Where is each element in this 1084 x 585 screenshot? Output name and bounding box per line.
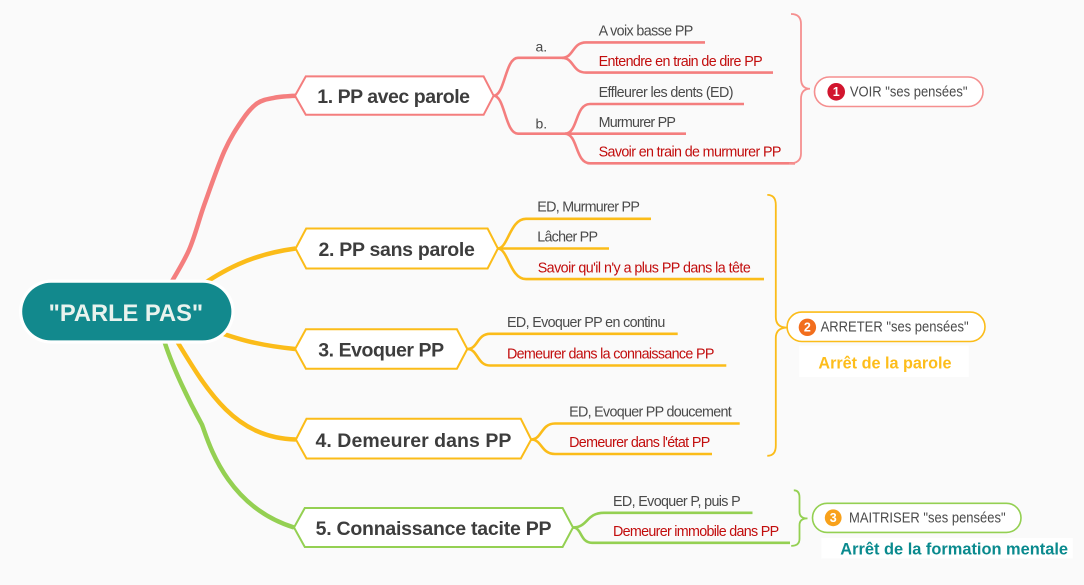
- svg-text:Arrêt de la formation mentale: Arrêt de la formation mentale: [840, 541, 1068, 559]
- svg-text:Entendre en train de dire PP: Entendre en train de dire PP: [599, 54, 763, 70]
- svg-text:"PARLE PAS": "PARLE PAS": [49, 300, 204, 327]
- svg-text:3: 3: [830, 511, 837, 525]
- svg-text:ED, Evoquer PP en continu: ED, Evoquer PP en continu: [507, 315, 665, 331]
- svg-text:Demeurer dans la connaissance: Demeurer dans la connaissance PP: [507, 347, 714, 363]
- svg-text:3. Evoquer PP: 3. Evoquer PP: [318, 339, 444, 361]
- svg-text:A voix basse PP: A voix basse PP: [599, 24, 694, 40]
- svg-text:Arrêt de la parole: Arrêt de la parole: [818, 355, 951, 373]
- svg-text:b.: b.: [536, 115, 548, 131]
- svg-text:MAITRISER "ses pensées": MAITRISER "ses pensées": [849, 511, 1006, 527]
- svg-text:5. Connaissance tacite PP: 5. Connaissance tacite PP: [316, 518, 552, 540]
- svg-text:a.: a.: [536, 39, 548, 55]
- svg-text:ARRETER "ses pensées": ARRETER "ses pensées": [821, 320, 969, 336]
- svg-text:ED, Evoquer PP doucement: ED, Evoquer PP doucement: [569, 405, 732, 421]
- svg-text:Lâcher PP: Lâcher PP: [537, 230, 598, 246]
- svg-text:ED, Evoquer P, puis P: ED, Evoquer P, puis P: [613, 494, 741, 510]
- svg-text:1. PP avec parole: 1. PP avec parole: [317, 86, 470, 108]
- svg-text:Savoir qu'il n'y a plus PP dan: Savoir qu'il n'y a plus PP dans la tête: [538, 260, 751, 276]
- svg-text:2. PP sans parole: 2. PP sans parole: [319, 239, 476, 261]
- svg-text:2: 2: [804, 321, 811, 335]
- svg-text:4. Demeurer dans PP: 4. Demeurer dans PP: [316, 430, 512, 452]
- svg-text:Murmurer PP: Murmurer PP: [599, 115, 676, 131]
- svg-text:VOIR "ses pensées": VOIR "ses pensées": [850, 85, 968, 101]
- svg-text:ED, Murmurer PP: ED, Murmurer PP: [537, 199, 640, 215]
- svg-text:Demeurer dans l'état PP: Demeurer dans l'état PP: [569, 435, 710, 451]
- svg-text:1: 1: [833, 85, 840, 99]
- svg-text:Demeurer immobile dans PP: Demeurer immobile dans PP: [613, 524, 779, 540]
- svg-text:Savoir en train de murmurer PP: Savoir en train de murmurer PP: [599, 145, 782, 161]
- svg-text:Effleurer les dents (ED): Effleurer les dents (ED): [599, 85, 734, 101]
